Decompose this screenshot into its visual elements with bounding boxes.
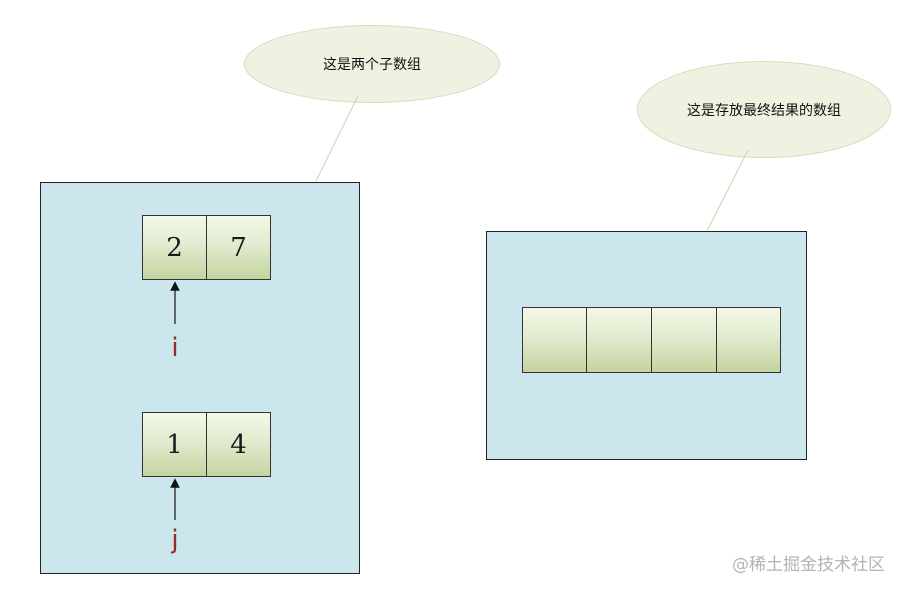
pointer-label-i: i	[171, 333, 179, 363]
callout-text-sub-arrays: 这是两个子数组	[323, 57, 421, 73]
watermark: @稀土掘金技术社区	[732, 555, 885, 575]
result-cell-0	[522, 307, 587, 373]
array-a-cell-0: 2	[142, 215, 207, 280]
callout-bubble-sub-arrays: 这是两个子数组	[244, 25, 500, 103]
array-b-cell-0: 1	[142, 412, 207, 477]
array-b-cell-1: 4	[206, 412, 271, 477]
callout-line-sub-arrays	[315, 95, 359, 182]
pointer-label-j: j	[171, 525, 179, 555]
result-cell-1	[586, 307, 652, 373]
callout-line-result-array	[706, 149, 749, 232]
array-a-cell-1: 7	[206, 215, 271, 280]
result-cell-3	[716, 307, 781, 373]
callout-bubble-result-array: 这是存放最终结果的数组	[637, 61, 891, 158]
callout-text-result-array: 这是存放最终结果的数组	[687, 102, 841, 119]
